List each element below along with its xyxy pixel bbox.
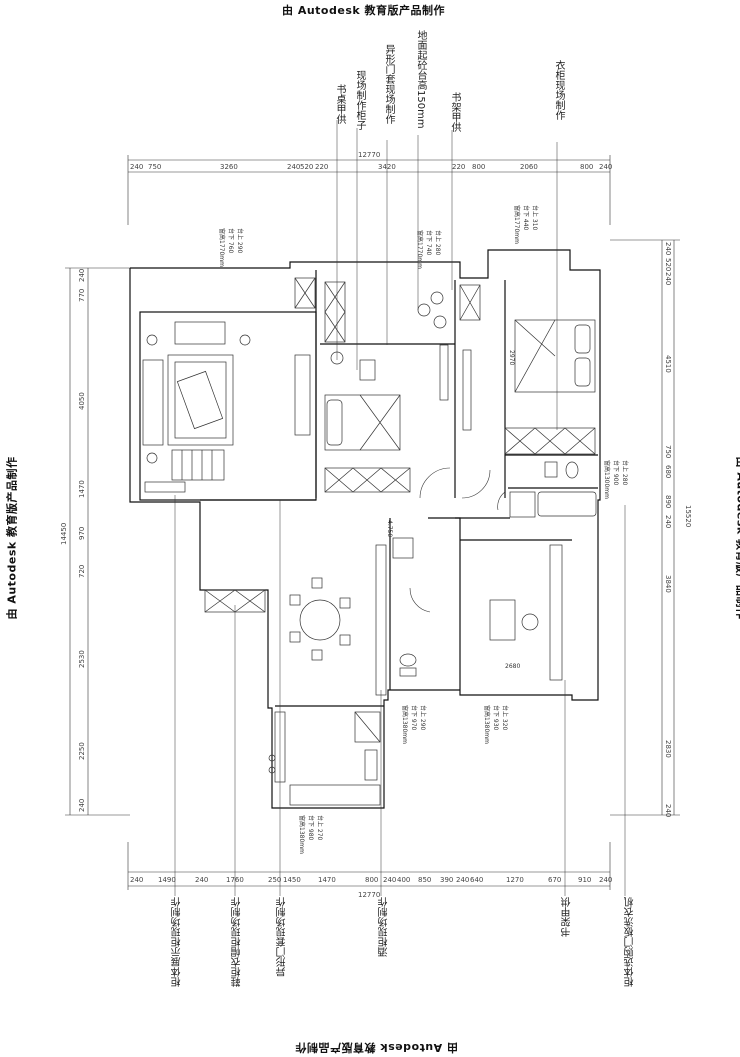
doors	[409, 467, 506, 613]
svg-text:台上 290: 台上 290	[419, 705, 427, 731]
dim-left-1: 770	[78, 289, 86, 302]
svg-text:台下 760: 台下 760	[227, 228, 235, 254]
dim-left-3: 1470	[78, 480, 86, 498]
dim-bot-16: 910	[578, 876, 591, 884]
dim-bot-8: 240	[383, 876, 396, 884]
svg-text:窗高1770mm: 窗高1770mm	[416, 230, 424, 269]
dim-top-1: 750	[148, 163, 161, 171]
dim-right-5: 680	[664, 465, 672, 478]
note-bookshelf: 书架甲供	[449, 92, 460, 132]
beds	[324, 319, 596, 451]
dim-top-8: 800	[472, 163, 485, 171]
svg-text:台下 930: 台下 930	[492, 705, 500, 731]
svg-text:台下 740: 台下 740	[425, 230, 433, 256]
dim-bot-12: 240	[456, 876, 469, 884]
dim-top-3: 240	[287, 163, 300, 171]
dim-right-9: 2830	[664, 740, 672, 758]
top-dimension-labels: 240 750 3260 240 520 220 3420 220 800 20…	[130, 151, 612, 171]
dim-bot-total: 12770	[358, 891, 380, 899]
svg-text:2680: 2680	[505, 663, 520, 670]
dim-right-0: 240	[664, 242, 672, 255]
dim-bot-14: 1270	[506, 876, 524, 884]
dim-right-10: 240	[664, 804, 672, 817]
dim-bot-0: 240	[130, 876, 143, 884]
svg-text:台下 900: 台下 900	[612, 460, 620, 486]
dim-right-1: 520	[664, 258, 672, 271]
svg-text:台下 970: 台下 970	[410, 705, 418, 731]
leader-lines	[174, 120, 626, 896]
dim-bot-15: 670	[548, 876, 561, 884]
dim-top-5: 220	[315, 163, 328, 171]
dim-left-7: 2250	[78, 742, 86, 760]
dim-bot-9: 400	[397, 876, 410, 884]
living-furniture	[142, 321, 311, 481]
right-dimension-labels: 240 520 240 4510 750 680 890 240 3840 28…	[664, 242, 692, 817]
dim-right-2: 240	[664, 272, 672, 285]
dim-right-total: 15520	[684, 505, 692, 527]
dim-left-5: 720	[78, 565, 86, 578]
cabinets	[144, 277, 596, 696]
svg-text:台下 980: 台下 980	[307, 815, 315, 841]
dim-bot-7: 800	[365, 876, 378, 884]
dim-top-2: 3260	[220, 163, 238, 171]
svg-text:窗高1380mm: 窗高1380mm	[401, 705, 409, 744]
svg-text:窗高1770mm: 窗高1770mm	[218, 228, 226, 267]
svg-text:台上 320: 台上 320	[501, 705, 509, 731]
svg-text:台上 290: 台上 290	[236, 228, 244, 254]
note-floor-platform: 地面起砼台高150mm	[415, 30, 426, 129]
svg-text:台上 270: 台上 270	[316, 815, 324, 841]
left-dimension-labels: 240 770 4050 1470 970 720 2530 2250 240 …	[60, 269, 86, 812]
watermark-top: 由 Autodesk 教育版产品制作	[282, 4, 446, 17]
dim-top-9: 2060	[520, 163, 538, 171]
svg-text:台下 440: 台下 440	[522, 205, 530, 231]
note-wardrobe: 衣柜现场制作	[553, 60, 564, 120]
kitchen	[268, 711, 381, 806]
note-onsite-cabinet: 现场制作柜子	[354, 70, 365, 130]
dim-right-8: 3840	[664, 575, 672, 593]
svg-text:4.750: 4.750	[386, 520, 393, 537]
dim-bot-1: 1490	[158, 876, 176, 884]
dim-left-total: 14450	[60, 523, 68, 545]
svg-text:台上 310: 台上 310	[531, 205, 539, 231]
dim-left-4: 970	[78, 527, 86, 540]
dim-left-8: 240	[78, 799, 86, 812]
svg-text:窗高1380mm: 窗高1380mm	[483, 705, 491, 744]
dim-right-7: 240	[664, 515, 672, 528]
dim-top-11: 240	[599, 163, 612, 171]
walls	[129, 249, 601, 809]
room-notes: 窗高1770mm 台下 440 台上 310 窗高1770mm 台下 740 台…	[218, 205, 629, 854]
dim-bot-11: 390	[440, 876, 453, 884]
bathrooms	[392, 461, 597, 677]
dim-top-0: 240	[130, 163, 143, 171]
bottom-dimension-labels: 240 1490 240 1760 250 1450 1470 800 240 …	[130, 876, 612, 899]
dim-bot-17: 240	[599, 876, 612, 884]
dim-bot-2: 240	[195, 876, 208, 884]
dining	[289, 577, 351, 661]
dim-bot-10: 850	[418, 876, 431, 884]
dim-top-7: 220	[452, 163, 465, 171]
dim-left-6: 2530	[78, 650, 86, 668]
dim-right-4: 750	[664, 445, 672, 458]
svg-text:窗高1770mm: 窗高1770mm	[513, 205, 521, 244]
svg-text:窗高1380mm: 窗高1380mm	[298, 815, 306, 854]
dim-bot-5: 1450	[283, 876, 301, 884]
svg-text:台上 280: 台上 280	[621, 460, 629, 486]
dim-left-0: 240	[78, 269, 86, 282]
dim-right-3: 4510	[664, 355, 672, 373]
note-desk: 书桌甲供	[334, 84, 345, 124]
note-odd-door-frame: 异形门套现场制作	[383, 44, 394, 124]
svg-text:2970: 2970	[508, 350, 515, 365]
dim-bot-6: 1470	[318, 876, 336, 884]
svg-text:窗高1300mm: 窗高1300mm	[603, 460, 611, 499]
dim-left-2: 4050	[78, 392, 86, 410]
dim-top-total: 12770	[358, 151, 380, 159]
dim-bot-13: 640	[470, 876, 483, 884]
dim-right-6: 890	[664, 495, 672, 508]
dim-top-4: 520	[300, 163, 313, 171]
dim-top-10: 800	[580, 163, 593, 171]
dim-bot-4: 250	[268, 876, 281, 884]
svg-text:台上 280: 台上 280	[434, 230, 442, 256]
